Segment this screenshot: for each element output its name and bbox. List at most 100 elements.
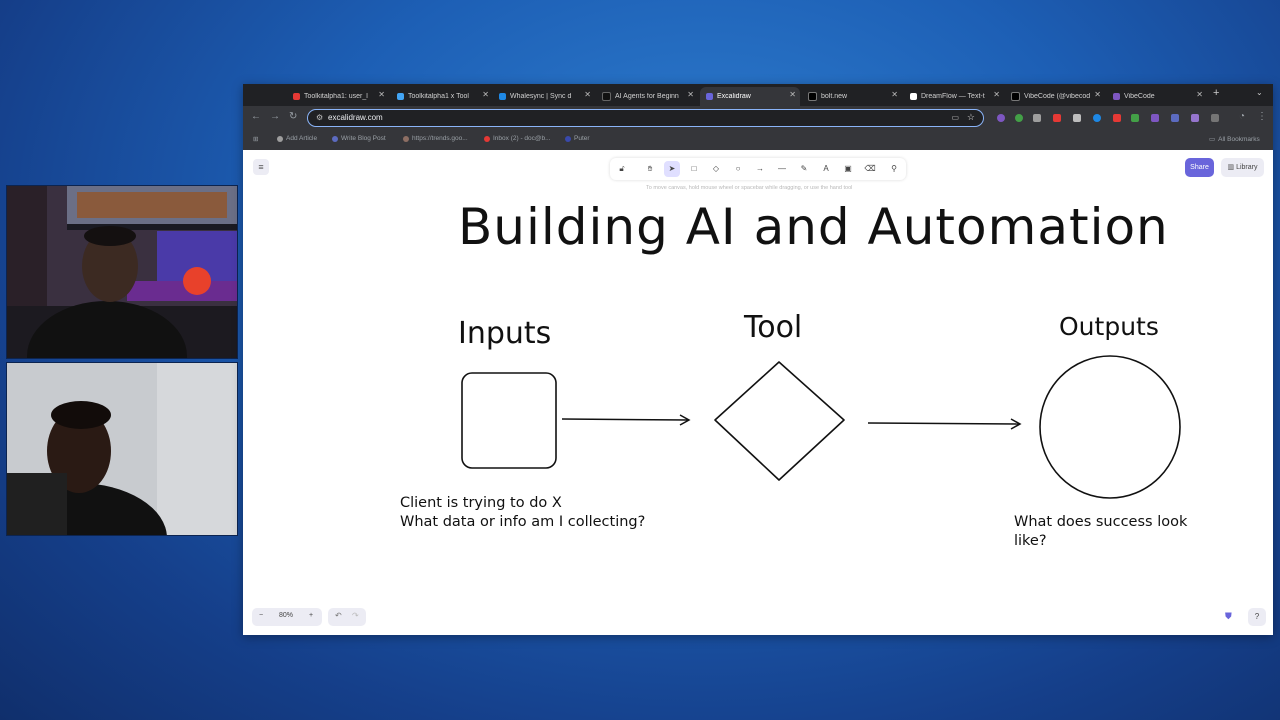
zoom-controls: − 80% + [252, 608, 322, 626]
bookmark-label: Inbox (2) - doc@b... [493, 135, 551, 142]
redo-icon[interactable]: ↷ [352, 611, 359, 620]
bookmark-inbox[interactable]: Inbox (2) - doc@b... [484, 135, 551, 142]
close-tab-icon[interactable]: ✕ [482, 90, 489, 99]
extension-icon[interactable] [1171, 114, 1179, 122]
tab-search-chevron-icon[interactable]: ⌄ [1256, 88, 1263, 97]
all-bookmarks[interactable]: ▭All Bookmarks [1209, 135, 1260, 143]
extension-icon[interactable] [1151, 114, 1159, 122]
label-inputs[interactable]: Inputs [458, 316, 551, 351]
profile-icon[interactable]: ◔ [1239, 111, 1245, 122]
outputs-note-line-2: like? [1014, 532, 1187, 551]
tab-favicon-icon [397, 93, 404, 100]
back-icon[interactable]: ← [251, 111, 261, 122]
extension-icon[interactable] [1033, 114, 1041, 122]
close-tab-icon[interactable]: ✕ [1094, 90, 1101, 99]
webcam-image-presenter [7, 186, 237, 358]
extension-icon[interactable] [1113, 114, 1121, 122]
bookmark-label: Add Article [286, 135, 317, 142]
all-bookmarks-label: All Bookmarks [1218, 136, 1260, 143]
close-tab-icon[interactable]: ✕ [378, 90, 385, 99]
extension-icon[interactable] [1131, 114, 1139, 122]
tab-excalidraw[interactable]: Excalidraw ✕ [700, 87, 800, 106]
outputs-note[interactable]: What does success look like? [1014, 513, 1187, 551]
arrow-tool-to-output[interactable] [868, 423, 1019, 424]
tab-4[interactable]: AI Agents for Beginn ✕ [602, 87, 698, 106]
zoom-out-button[interactable]: − [259, 612, 263, 619]
tab-favicon-icon [1113, 93, 1120, 100]
undo-icon[interactable]: ↶ [335, 611, 342, 620]
browser-menu-icon[interactable]: ⋮ [1257, 111, 1267, 122]
bookmark-trends[interactable]: https://trends.goo... [403, 135, 468, 142]
extension-icon[interactable] [1191, 114, 1199, 122]
bookmarks-bar: ⊞ Add Article Write Blog Post https://tr… [243, 130, 1273, 151]
tab-favicon-icon [499, 93, 506, 100]
bookmark-write-blog-post[interactable]: Write Blog Post [332, 135, 386, 142]
inputs-note-line-1: Client is trying to do X [400, 494, 645, 513]
inputs-note[interactable]: Client is trying to do X What data or in… [400, 494, 645, 532]
tab-favicon-icon [602, 92, 611, 101]
tab-favicon-icon [910, 93, 917, 100]
zoom-level[interactable]: 80% [279, 612, 293, 619]
forward-icon[interactable]: → [270, 111, 280, 122]
close-tab-icon[interactable]: ✕ [993, 90, 1000, 99]
webcam-feed-guest [6, 362, 238, 536]
tool-diamond[interactable] [715, 362, 844, 480]
arrow-input-to-tool[interactable] [562, 419, 688, 420]
browser-toolbar: ← → ↻ ⚙ excalidraw.com ▭ ☆ ◔ ⋮ [243, 106, 1273, 130]
reload-icon[interactable]: ↻ [289, 111, 297, 122]
bookmark-add-article[interactable]: Add Article [277, 135, 317, 142]
browser-window: Toolkitalpha1: user_l ✕ Toolkitalpha1 x … [243, 84, 1273, 635]
apps-grid-icon[interactable]: ⊞ [253, 135, 258, 143]
extension-icon[interactable] [1093, 114, 1101, 122]
tab-label: Whalesync | Sync d [510, 93, 571, 100]
address-bar[interactable]: ⚙ excalidraw.com ▭ ☆ [307, 109, 984, 127]
bookmark-label: https://trends.goo... [412, 135, 468, 142]
install-app-icon[interactable]: ▭ [951, 113, 959, 122]
tab-label: VibeCode (@vibecod [1024, 93, 1090, 100]
close-tab-icon[interactable]: ✕ [789, 90, 796, 99]
extension-icon[interactable] [997, 114, 1005, 122]
label-tool[interactable]: Tool [744, 310, 802, 345]
close-tab-icon[interactable]: ✕ [891, 90, 898, 99]
tab-label: bolt.new [821, 93, 847, 100]
bookmark-favicon-icon [277, 136, 283, 142]
extension-icon[interactable] [1053, 114, 1061, 122]
tab-2[interactable]: Toolkitalpha1 x Tool ✕ [397, 87, 493, 106]
label-outputs[interactable]: Outputs [1059, 312, 1159, 341]
webcam-image-guest [7, 363, 237, 535]
bookmark-star-icon[interactable]: ☆ [967, 112, 975, 123]
zoom-in-button[interactable]: + [309, 612, 313, 619]
bookmark-favicon-icon [332, 136, 338, 142]
tab-favicon-icon [1011, 92, 1020, 101]
diagram-title[interactable]: Building AI and Automation [458, 198, 1169, 256]
tab-8[interactable]: VibeCode (@vibecod ✕ [1011, 87, 1105, 106]
close-tab-icon[interactable]: ✕ [584, 90, 591, 99]
excalidraw-canvas[interactable]: ≡ 🔓︎ ✋︎ ➤ □ ◇ ○ → — ✎ A ▣ ⌫ ⚲ To move ca… [243, 150, 1273, 635]
tab-9[interactable]: VibeCode ✕ [1113, 87, 1207, 106]
help-icon[interactable]: ? [1248, 608, 1266, 626]
extension-icon[interactable] [1015, 114, 1023, 122]
input-rectangle[interactable] [462, 373, 556, 468]
tab-3[interactable]: Whalesync | Sync d ✕ [499, 87, 595, 106]
close-tab-icon[interactable]: ✕ [1196, 90, 1203, 99]
url-text[interactable]: excalidraw.com [328, 113, 383, 122]
new-tab-icon[interactable]: + [1213, 87, 1219, 99]
tab-favicon-icon [293, 93, 300, 100]
bookmark-favicon-icon [565, 136, 571, 142]
webcam-feed-presenter [6, 185, 238, 359]
bookmark-puter[interactable]: Puter [565, 135, 590, 142]
extension-icon[interactable] [1073, 114, 1081, 122]
close-tab-icon[interactable]: ✕ [687, 90, 694, 99]
tab-6[interactable]: bolt.new ✕ [808, 87, 902, 106]
bookmark-label: Puter [574, 135, 590, 142]
tab-1[interactable]: Toolkitalpha1: user_l ✕ [293, 87, 389, 106]
site-info-icon[interactable]: ⚙ [316, 113, 323, 122]
bookmark-favicon-icon [484, 136, 490, 142]
extensions-puzzle-icon[interactable] [1211, 114, 1219, 122]
inputs-note-line-2: What data or info am I collecting? [400, 513, 645, 532]
tab-favicon-icon [706, 93, 713, 100]
tab-label: AI Agents for Beginn [615, 93, 679, 100]
tab-7[interactable]: DreamFlow — Text-t ✕ [910, 87, 1004, 106]
shield-icon[interactable]: ⛊ [1225, 611, 1232, 622]
output-circle[interactable] [1040, 356, 1180, 498]
